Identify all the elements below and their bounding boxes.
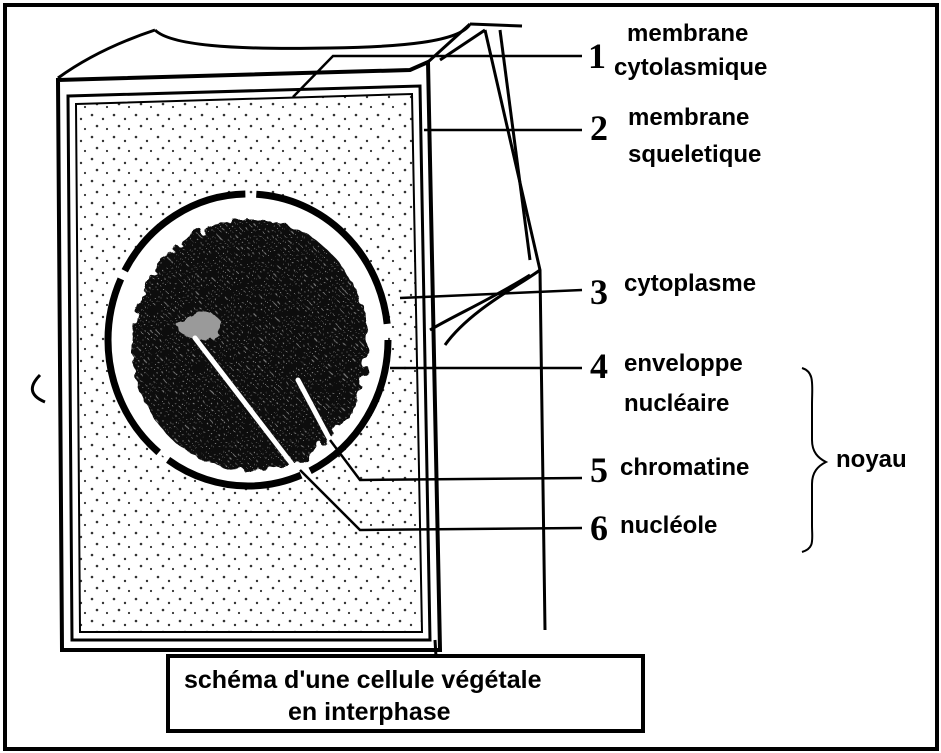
caption-line2: en interphase bbox=[288, 700, 451, 725]
label-1-line2: cytolasmique bbox=[614, 56, 767, 80]
label-1-line1: membrane bbox=[627, 22, 748, 46]
label-number-4: 4 bbox=[590, 348, 608, 384]
noyau-brace bbox=[802, 368, 826, 552]
label-4-line1: enveloppe bbox=[624, 352, 743, 376]
label-2-line2: squeletique bbox=[628, 143, 761, 167]
nucleolus bbox=[178, 312, 222, 340]
caption-line1: schéma d'une cellule végétale bbox=[184, 668, 542, 693]
label-3-line1: cytoplasme bbox=[624, 272, 756, 296]
caption-box: schéma d'une cellule végétale en interph… bbox=[166, 654, 645, 733]
label-number-3: 3 bbox=[590, 274, 608, 310]
label-number-2: 2 bbox=[590, 110, 608, 146]
label-number-5: 5 bbox=[590, 452, 608, 488]
chromatin bbox=[132, 219, 368, 471]
label-6-line1: nucléole bbox=[620, 514, 717, 538]
leader-line-1 bbox=[293, 56, 582, 97]
label-2-line1: membrane bbox=[628, 106, 749, 130]
label-4-line2: nucléaire bbox=[624, 392, 729, 416]
label-5-line1: chromatine bbox=[620, 456, 749, 480]
group-label-noyau: noyau bbox=[836, 448, 907, 472]
label-number-1: 1 bbox=[588, 38, 606, 74]
label-number-6: 6 bbox=[590, 510, 608, 546]
